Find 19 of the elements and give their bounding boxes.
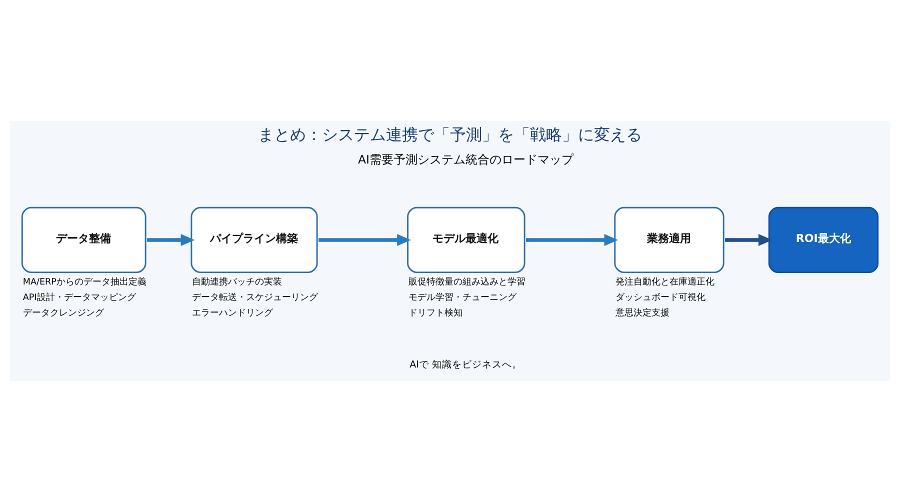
arrow <box>725 234 772 246</box>
node-label: 販促特徴量の組み込みと学習 <box>408 277 526 288</box>
label: AI需要予測システム統合のロードマップ <box>358 152 574 166</box>
node-label: 発注自動化と在庫適正化 <box>616 277 715 288</box>
node-label: ドリフト検知 <box>408 308 463 318</box>
arrow <box>147 234 195 246</box>
node-label: MA/ERPからのデータ抽出定義 <box>22 277 146 288</box>
node-label: データクレンジング <box>22 308 104 318</box>
node-label: 自動連携バッチの実装 <box>192 277 282 288</box>
arrow <box>526 234 618 246</box>
node-label: データ転送・スケジューリング <box>192 292 318 303</box>
arrow <box>318 234 411 246</box>
node-label: エラーハンドリング <box>192 308 274 318</box>
node-label: API設計・データマッピング <box>22 292 136 303</box>
diagram-title: まとめ：システム連携で「予測」を「戦略」に変える <box>258 124 642 144</box>
node-label: ダッシュボード可視化 <box>616 292 706 303</box>
label: AIで 知識をビジネスへ。 <box>410 359 522 370</box>
node-label: 意思決定支援 <box>616 308 670 318</box>
node-label: モデル学習・チューニング <box>408 292 517 303</box>
